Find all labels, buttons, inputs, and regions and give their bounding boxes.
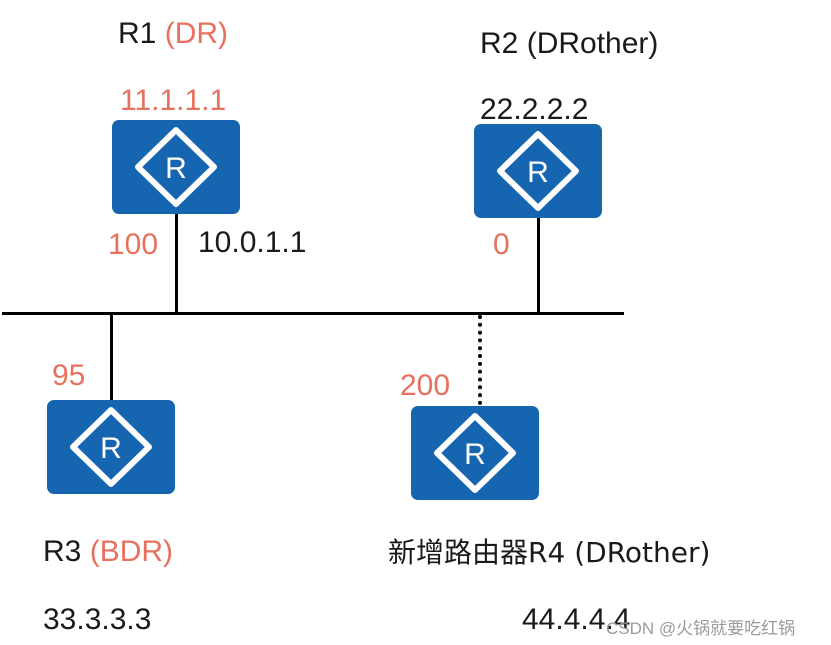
router-symbol: R <box>527 156 549 189</box>
r4-prefix: 新增路由器 <box>388 536 529 569</box>
router-symbol: R <box>165 152 187 185</box>
link-r4-dotted <box>478 315 482 405</box>
watermark: CSDN @火锅就要吃红锅 <box>606 619 796 638</box>
r4-label: 新增路由器R4 (DRother) <box>388 536 710 570</box>
r1-router-id: 11.1.1.1 <box>120 84 227 117</box>
r1-interface-ip: 10.0.1.1 <box>198 226 307 259</box>
router-icon: R <box>497 131 579 211</box>
r4-priority: 200 <box>400 369 451 402</box>
r3-label: R3 (BDR) <box>43 535 173 569</box>
r3-router-id: 33.3.3.3 <box>43 603 152 636</box>
r1-label: R1 (DR) <box>118 17 228 51</box>
r2-label: R2 (DRother) <box>480 27 658 61</box>
r3-role: (BDR) <box>89 535 174 568</box>
r1-priority: 100 <box>108 228 159 261</box>
r4-role: (DRother) <box>574 536 711 569</box>
router-r1: R <box>112 120 240 214</box>
link-r1 <box>175 212 178 313</box>
r2-name: R2 <box>480 27 519 60</box>
router-icon: R <box>70 407 152 487</box>
r1-role: (DR) <box>164 17 229 50</box>
link-r2 <box>537 216 540 313</box>
router-icon: R <box>434 413 516 493</box>
r2-role: (DRother) <box>526 27 659 60</box>
r2-priority: 0 <box>493 228 510 261</box>
router-r4: R <box>411 406 539 500</box>
router-symbol: R <box>100 432 122 465</box>
router-icon: R <box>135 127 217 207</box>
r4-name: R4 <box>528 536 566 569</box>
router-symbol: R <box>464 438 486 471</box>
broadcast-segment <box>2 312 624 315</box>
r1-name: R1 <box>118 17 157 50</box>
link-r3 <box>110 314 113 402</box>
r3-name: R3 <box>43 535 82 568</box>
router-r3: R <box>47 400 175 494</box>
r2-router-id: 22.2.2.2 <box>480 93 589 126</box>
r3-priority: 95 <box>52 359 86 392</box>
router-r2: R <box>474 124 602 218</box>
r4-router-id: 44.4.4.4 <box>522 603 631 636</box>
